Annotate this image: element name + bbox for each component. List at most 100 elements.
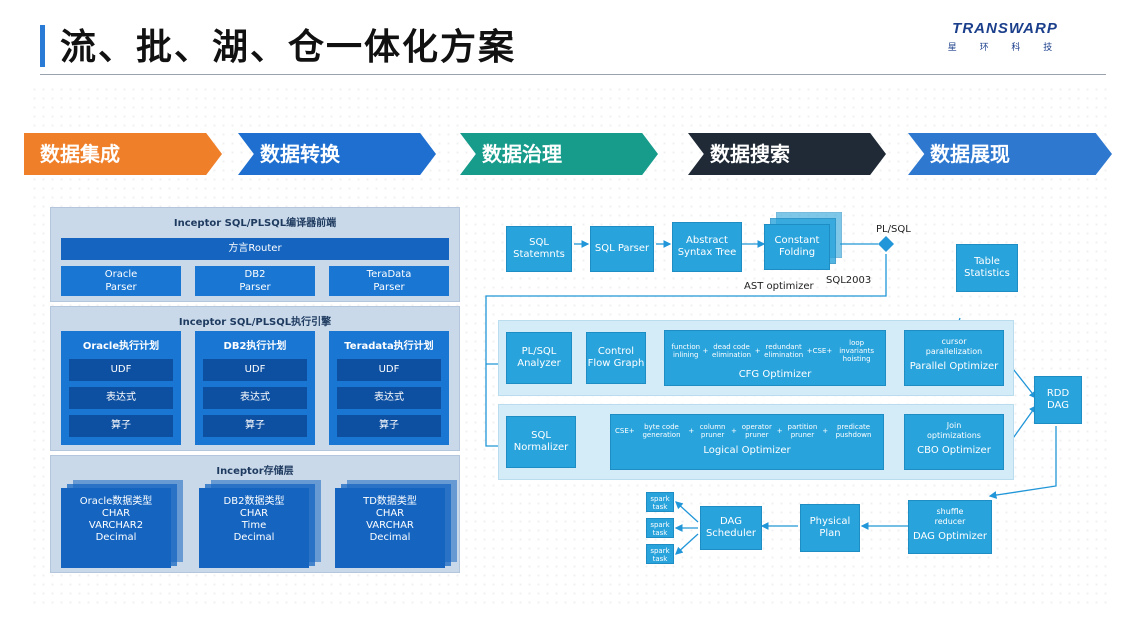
plan-item-udf: UDF xyxy=(203,359,307,381)
sql-parser-node: SQL Parser xyxy=(590,226,654,272)
type-line: CHAR xyxy=(375,508,405,519)
stage-chevron-2: 数据转换 xyxy=(238,133,436,175)
type-line: TD数据类型 xyxy=(363,496,417,507)
transwarp-logo: TRANSWARP 星 环 科 技 xyxy=(930,20,1080,53)
dag-optimizer-label: DAG Optimizer xyxy=(912,531,988,542)
constant-folding-node: Constant Folding xyxy=(764,224,830,270)
cfg-step: redundant elimination xyxy=(764,343,804,359)
engine-title: Inceptor SQL/PLSQL执行引擎 xyxy=(178,317,332,328)
dag-optimizer-detail: shuffle reducer xyxy=(934,507,966,526)
execution-engine-panel: Inceptor SQL/PLSQL执行引擎 Oracle执行计划 UDF 表达… xyxy=(50,306,460,451)
plsql-analyzer-node: PL/SQL Analyzer xyxy=(506,332,572,384)
type-line: CHAR xyxy=(239,508,269,519)
table-statistics-node: Table Statistics xyxy=(956,244,1018,292)
compiler-title: Inceptor SQL/PLSQL编译器前端 xyxy=(173,218,337,229)
logical-optimizer-label: Logical Optimizer xyxy=(703,445,791,456)
parser-name: TeraData xyxy=(366,269,412,280)
plus-icon: + xyxy=(688,427,695,435)
stage-chevron-5: 数据展现 xyxy=(908,133,1112,175)
logo-subtext: 星 环 科 技 xyxy=(947,43,1063,53)
ast-optimizer-label: AST optimizer xyxy=(744,281,814,292)
cfg-steps: function inlining+ dead code elimination… xyxy=(665,339,885,363)
stage-label: 数据治理 xyxy=(482,142,562,166)
parser-name: DB2 xyxy=(244,269,266,280)
type-line: Time xyxy=(241,520,267,531)
storage-layer-panel: Inceptor存储层 Oracle数据类型 CHAR VARCHAR2 Dec… xyxy=(50,455,460,573)
cfg-step: dead code elimination xyxy=(711,343,752,359)
type-line: Decimal xyxy=(233,532,275,543)
logical-step: predicate pushdown xyxy=(835,423,872,439)
parser-name: Oracle xyxy=(104,269,138,280)
sql-statements-node: SQL Statemnts xyxy=(506,226,572,272)
logical-step: CSE xyxy=(615,427,629,435)
sql2003-label: SQL2003 xyxy=(826,275,872,286)
type-line: CHAR xyxy=(101,508,131,519)
cfg-step: loop invariants hoisting xyxy=(839,339,874,363)
stage-chevron-1: 数据集成 xyxy=(24,133,222,175)
db2-data-types: DB2数据类型 CHAR Time Decimal xyxy=(199,488,309,568)
logical-step: byte code generation xyxy=(642,423,681,439)
control-flow-graph-node: Control Flow Graph xyxy=(586,332,646,384)
page-title: 流、批、湖、仓一体化方案 xyxy=(60,27,517,68)
logical-steps: CSE + byte code generation + column pruner… xyxy=(611,423,883,439)
plus-icon: + xyxy=(822,427,829,435)
plsql-label: PL/SQL xyxy=(876,224,911,235)
stage-label: 数据展现 xyxy=(930,142,1010,166)
plan-item-expression: 表达式 xyxy=(69,387,173,409)
parser-type: Parser xyxy=(373,282,405,293)
logical-step: partition pruner xyxy=(787,423,818,439)
plus-icon: + xyxy=(776,427,783,435)
cbo-optimizer-label: CBO Optimizer xyxy=(917,445,991,456)
stage-chevron-3: 数据治理 xyxy=(460,133,658,175)
logical-optimizer-node: CSE + byte code generation + column pruner… xyxy=(610,414,884,470)
type-line: Decimal xyxy=(95,532,137,543)
plan-title: Teradata执行计划 xyxy=(344,341,434,352)
cfg-step: function inlining xyxy=(671,343,701,359)
type-line: Decimal xyxy=(369,532,411,543)
plan-item-operator: 算子 xyxy=(337,415,441,437)
title-accent-bar xyxy=(40,25,45,67)
plan-item-expression: 表达式 xyxy=(337,387,441,409)
dag-scheduler-node: DAG Scheduler xyxy=(700,506,762,550)
oracle-plan: Oracle执行计划 UDF 表达式 算子 xyxy=(61,331,181,445)
stage-label: 数据搜索 xyxy=(710,142,790,166)
cbo-detail: Join optimizations xyxy=(927,421,981,440)
spark-task-3: spark task xyxy=(646,544,674,564)
logo-wordmark: TRANSWARP xyxy=(952,20,1058,37)
header-divider xyxy=(40,74,1106,75)
teradata-plan: Teradata执行计划 UDF 表达式 算子 xyxy=(329,331,449,445)
logical-step: operator pruner xyxy=(741,423,772,439)
td-data-types: TD数据类型 CHAR VARCHAR Decimal xyxy=(335,488,445,568)
parser-type: Parser xyxy=(105,282,137,293)
plus-icon: + xyxy=(806,347,813,355)
stage-label: 数据集成 xyxy=(40,142,120,166)
abstract-syntax-tree-node: Abstract Syntax Tree xyxy=(672,222,742,272)
stage-chevron-4: 数据搜索 xyxy=(688,133,886,175)
type-line: VARCHAR xyxy=(366,520,414,531)
storage-title: Inceptor存储层 xyxy=(216,466,294,477)
parallel-optimizer-label: Parallel Optimizer xyxy=(909,361,999,372)
plus-icon: + xyxy=(702,347,709,355)
plan-title: DB2执行计划 xyxy=(223,341,287,352)
rdd-dag-node: RDD DAG xyxy=(1034,376,1082,424)
spark-task-1: spark task xyxy=(646,492,674,512)
parser-type: Parser xyxy=(239,282,271,293)
type-line: Oracle数据类型 xyxy=(79,496,153,507)
parallel-optimizer-node: cursor parallelization Parallel Optimize… xyxy=(904,330,1004,386)
stage-label: 数据转换 xyxy=(260,142,340,166)
logical-step: column pruner xyxy=(699,423,726,439)
plan-item-udf: UDF xyxy=(69,359,173,381)
type-line: DB2数据类型 xyxy=(223,496,285,507)
cfg-step: CSE xyxy=(812,347,827,355)
type-line: VARCHAR2 xyxy=(88,520,144,531)
parallel-detail: cursor parallelization xyxy=(925,337,983,356)
spark-task-2: spark task xyxy=(646,518,674,538)
db2-plan: DB2执行计划 UDF 表达式 算子 xyxy=(195,331,315,445)
plus-icon: + xyxy=(754,347,761,355)
plus-icon: + xyxy=(826,347,833,355)
sql-normalizer-node: SQL Normalizer xyxy=(506,416,576,468)
